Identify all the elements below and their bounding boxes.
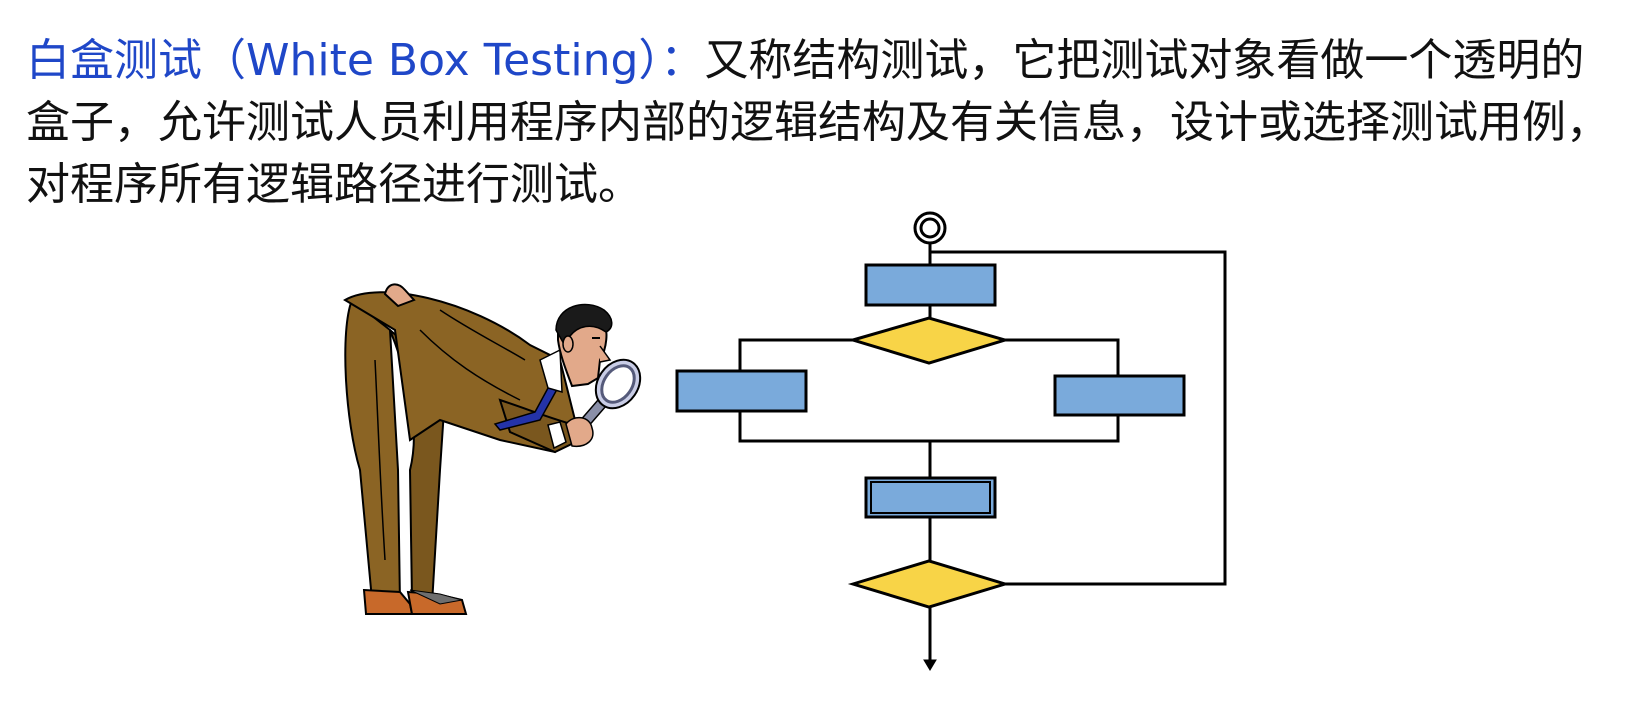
decision-diamond-bottom bbox=[847, 559, 1011, 609]
left-merge bbox=[738, 411, 1120, 443]
process-box-left bbox=[675, 369, 808, 413]
end-arrow-icon bbox=[923, 659, 937, 671]
process-box-top bbox=[864, 263, 997, 307]
right-branch bbox=[1005, 338, 1120, 376]
process-box-middle bbox=[864, 476, 997, 519]
process-box-right bbox=[1053, 374, 1186, 417]
decision-diamond-top bbox=[847, 316, 1011, 365]
figure-hip-hand bbox=[383, 283, 416, 308]
left-branch bbox=[738, 338, 853, 371]
loop-path bbox=[930, 250, 1227, 586]
inspector-with-magnifying-glass-icon bbox=[343, 283, 642, 615]
figure-back-leg bbox=[344, 298, 402, 606]
figure-back-shoe bbox=[362, 588, 414, 615]
definition-paragraph: 白盒测试（White Box Testing）：又称结构测试，它把测试对象看做一… bbox=[26, 30, 1626, 216]
figure-hair bbox=[555, 303, 613, 346]
definition-term: 白盒测试（White Box Testing）： bbox=[26, 35, 705, 86]
flowchart bbox=[675, 211, 1227, 671]
definition-text: 又称结构测试，它把测试对象看做一个透明的盒子，允许测试人员利用程序内部的逻辑结构… bbox=[26, 35, 1610, 210]
